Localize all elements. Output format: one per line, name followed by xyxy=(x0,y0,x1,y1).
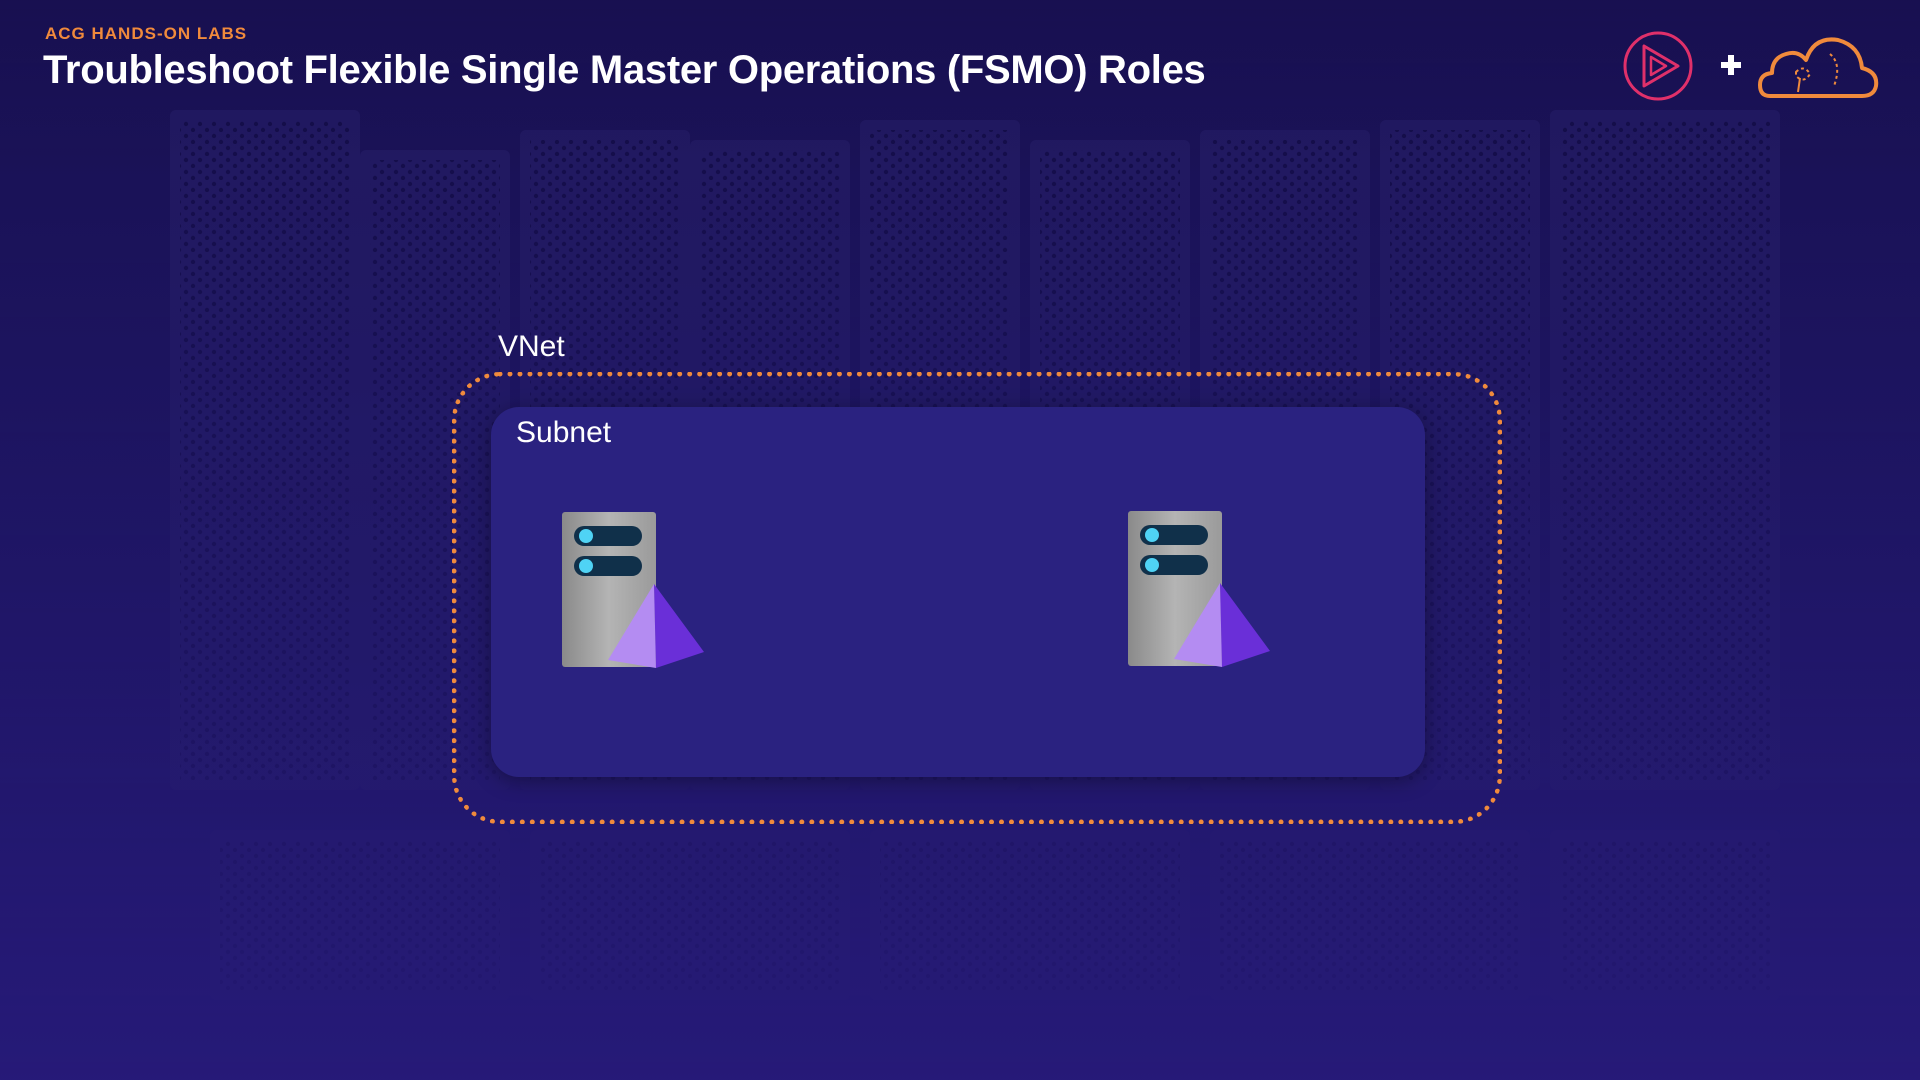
eyebrow-label: ACG HANDS-ON LABS xyxy=(45,24,248,43)
vnet-label: VNet xyxy=(498,330,565,363)
vnet-boundary xyxy=(452,372,1502,824)
slide-title: Troubleshoot Flexible Single Master Oper… xyxy=(43,48,1206,92)
cloud-icon xyxy=(1758,37,1879,98)
subnet-label: Subnet xyxy=(516,416,612,449)
play-triangle-icon xyxy=(1623,31,1693,101)
brand-logos xyxy=(1623,31,1879,101)
server-vm-icon xyxy=(1128,511,1270,667)
server-vm-icon xyxy=(562,512,704,668)
plus-icon xyxy=(1721,55,1741,75)
